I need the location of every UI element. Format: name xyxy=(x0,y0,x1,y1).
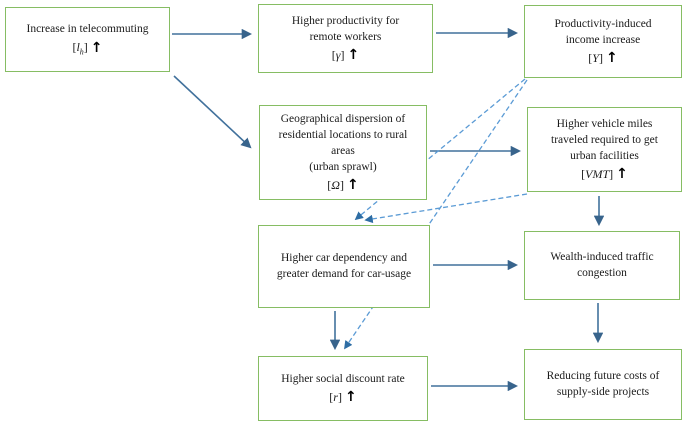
arrow-vmt-to-car xyxy=(364,193,528,224)
symbol-text: [γ] xyxy=(331,47,345,62)
box-symbol: [Ω] ↑ xyxy=(327,178,358,193)
box-symbol: [r] ↑ xyxy=(329,390,356,405)
symbol-text: [Ω] xyxy=(327,177,344,192)
box-label: Geographical dispersion of residential l… xyxy=(278,113,408,173)
box-income-increase: Productivity-induced income increase [Y]… xyxy=(524,5,682,78)
box-label: Higher vehicle miles traveled required t… xyxy=(551,118,658,162)
symbol-text: [Y] xyxy=(588,50,603,65)
up-arrow-icon: ↑ xyxy=(90,40,103,57)
symbol-text: [lh] xyxy=(72,40,88,57)
arrow-telecommuting-to-sprawl xyxy=(173,75,252,149)
box-traffic-congestion: Wealth-induced traffic congestion xyxy=(524,231,680,300)
box-label: Increase in telecommuting xyxy=(26,23,149,36)
box-higher-productivity: Higher productivity for remote workers [… xyxy=(258,4,433,73)
up-arrow-icon: ↑ xyxy=(347,47,360,64)
box-label: Higher car dependency and greater demand… xyxy=(276,251,412,280)
box-reducing-future-costs: Reducing future costs of supply-side pro… xyxy=(524,349,682,420)
box-symbol: [lh] ↑ xyxy=(72,40,102,56)
box-label: Productivity-induced income increase xyxy=(554,18,652,46)
symbol-text: [VMT] xyxy=(581,166,614,181)
up-arrow-icon: ↑ xyxy=(605,50,618,67)
box-vehicle-miles: Higher vehicle miles traveled required t… xyxy=(527,107,682,192)
up-arrow-icon: ↑ xyxy=(346,177,359,194)
box-label: Wealth-induced traffic congestion xyxy=(550,250,654,279)
box-symbol: [γ] ↑ xyxy=(332,48,359,63)
up-arrow-icon: ↑ xyxy=(344,389,357,406)
box-label: Higher productivity for remote workers xyxy=(291,15,400,43)
box-social-discount-rate: Higher social discount rate [r] ↑ xyxy=(258,356,428,421)
box-label: Higher social discount rate xyxy=(281,373,405,386)
up-arrow-icon: ↑ xyxy=(616,166,628,183)
box-label: Reducing future costs of supply-side pro… xyxy=(546,369,660,398)
box-symbol: [Y] ↑ xyxy=(588,51,617,66)
box-increase-telecommuting: Increase in telecommuting [lh] ↑ xyxy=(5,7,170,72)
symbol-text: [r] xyxy=(329,389,342,404)
box-urban-sprawl: Geographical dispersion of residential l… xyxy=(259,105,427,200)
box-car-dependency: Higher car dependency and greater demand… xyxy=(258,225,430,308)
box-symbol: [VMT] ↑ xyxy=(581,167,628,182)
arrow-income-to-car xyxy=(354,78,526,221)
arrow-income-to-social xyxy=(344,79,528,350)
